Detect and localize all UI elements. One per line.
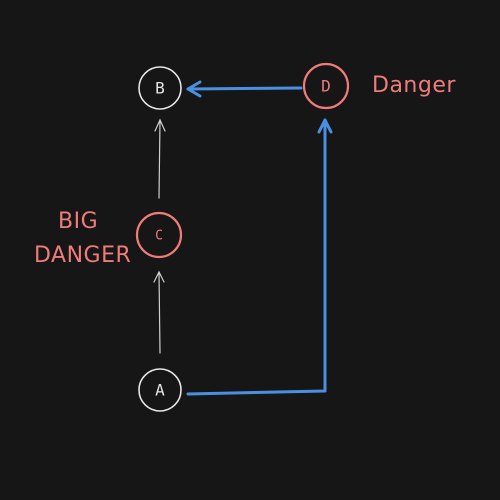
node-d-label: D (321, 77, 331, 96)
danger-annotation: Danger (372, 73, 456, 98)
big-danger-line1: BIG (58, 209, 98, 234)
node-b-circle (138, 66, 182, 110)
node-b-label: B (155, 79, 165, 98)
node-a-circle (138, 368, 182, 412)
node-d-circle (302, 62, 350, 110)
big-danger-line2: DANGER (34, 243, 131, 268)
edge-a-to-d (186, 118, 333, 396)
node-d[interactable]: D (302, 62, 350, 110)
node-c[interactable]: C (135, 211, 183, 259)
node-c-circle (135, 211, 183, 259)
node-c-label: C (155, 229, 163, 244)
edge-c-to-b (154, 118, 166, 199)
edge-d-to-b (186, 80, 303, 98)
node-b[interactable]: B (138, 66, 182, 110)
node-a-label: A (155, 381, 165, 400)
edge-a-to-c (153, 270, 165, 354)
node-a[interactable]: A (138, 368, 182, 412)
